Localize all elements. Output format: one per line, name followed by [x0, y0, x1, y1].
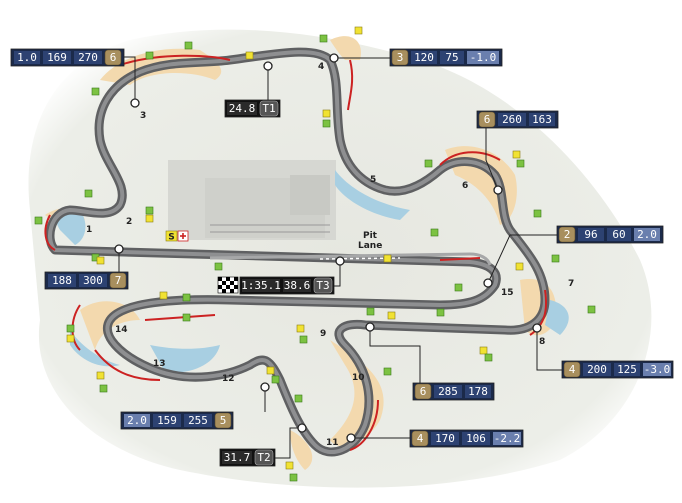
- svg-text:4: 4: [417, 432, 424, 445]
- turn-6: 6: [462, 181, 468, 191]
- turn-4: 4: [318, 62, 324, 72]
- svg-text:300: 300: [83, 274, 103, 287]
- pit-lane-road: [209, 252, 492, 266]
- svg-text:6: 6: [110, 51, 117, 64]
- svg-text:159: 159: [157, 414, 177, 427]
- svg-text:-3.0: -3.0: [644, 363, 671, 376]
- marshal-posts: [34, 26, 596, 482]
- turn-5: 5: [370, 175, 376, 185]
- turn-7: 7: [568, 279, 574, 289]
- grandstand-buildings: [168, 160, 336, 240]
- turn-14: 14: [115, 325, 128, 335]
- svg-text:6: 6: [484, 113, 491, 126]
- svg-text:1:35.1: 1:35.1: [241, 279, 281, 292]
- callout-turn8: 4 200 125 -3.0: [561, 360, 674, 379]
- turn-8: 8: [539, 337, 545, 347]
- svg-text:285: 285: [438, 385, 458, 398]
- callout-turn4: 3 120 75 -1.0: [389, 48, 503, 67]
- pit-label-1: Pit: [363, 231, 378, 241]
- callout-turn12: 2.0 159 255 5: [120, 411, 234, 430]
- svg-text:60: 60: [612, 228, 625, 241]
- svg-text:4: 4: [569, 363, 576, 376]
- svg-text:T2: T2: [257, 451, 270, 464]
- svg-text:7: 7: [115, 274, 122, 287]
- turn-numbers: 1 2 3 4 5 6 7 8 9 10 11 12 13 14 15: [86, 62, 574, 448]
- turn-3: 3: [140, 111, 146, 121]
- svg-text:3: 3: [397, 51, 404, 64]
- callout-finish: 1:35.1 38.6 T3: [239, 276, 335, 295]
- turn-13: 13: [153, 359, 166, 369]
- svg-text:2.0: 2.0: [127, 414, 147, 427]
- svg-text:T1: T1: [262, 102, 275, 115]
- svg-text:106: 106: [466, 432, 486, 445]
- turn-11: 11: [326, 438, 339, 448]
- callout-nodes: [114, 53, 542, 443]
- callout-turn3: 1.0 169 270 6: [10, 48, 125, 67]
- track-surface: [48, 50, 547, 455]
- callout-sector1: 24.8 T1: [224, 99, 281, 118]
- svg-text:24.8: 24.8: [229, 102, 256, 115]
- kerbs: [44, 54, 548, 451]
- svg-text:169: 169: [47, 51, 67, 64]
- svg-text:178: 178: [468, 385, 488, 398]
- svg-text:-2.2: -2.2: [494, 432, 521, 445]
- turn-12: 12: [222, 374, 235, 384]
- svg-text:T3: T3: [316, 279, 329, 292]
- svg-text:2: 2: [564, 228, 571, 241]
- svg-text:38.6: 38.6: [284, 279, 311, 292]
- svg-text:260: 260: [502, 113, 522, 126]
- svg-text:96: 96: [584, 228, 597, 241]
- svg-text:1.0: 1.0: [17, 51, 37, 64]
- safety-car-marker: S: [165, 230, 178, 243]
- callout-leaders: [118, 56, 562, 459]
- svg-text:120: 120: [414, 51, 434, 64]
- medical-cross-icon: [177, 230, 189, 242]
- svg-text:255: 255: [188, 414, 208, 427]
- turn-2: 2: [126, 217, 132, 227]
- svg-text:125: 125: [617, 363, 637, 376]
- callout-turn11: 4 170 106 -2.2: [409, 429, 524, 448]
- turn-15: 15: [501, 288, 514, 298]
- svg-text:31.7: 31.7: [224, 451, 251, 464]
- callout-turn9: 6 285 178: [412, 382, 495, 401]
- water-features: [56, 170, 569, 373]
- svg-text:S: S: [168, 233, 174, 243]
- svg-text:270: 270: [78, 51, 98, 64]
- svg-text:188: 188: [52, 274, 72, 287]
- turn-10: 10: [352, 373, 365, 383]
- svg-text:163: 163: [532, 113, 552, 126]
- callout-pit: 2 96 60 2.0: [556, 225, 664, 244]
- chequered-flag-icon: [217, 276, 239, 294]
- svg-text:200: 200: [587, 363, 607, 376]
- svg-text:6: 6: [420, 385, 427, 398]
- turn-1: 1: [86, 225, 92, 235]
- pit-label-2: Lane: [358, 241, 382, 251]
- callout-turn1: 188 300 7: [44, 271, 129, 290]
- callout-sector2: 31.7 T2: [219, 448, 276, 467]
- svg-text:170: 170: [435, 432, 455, 445]
- turn-9: 9: [320, 329, 326, 339]
- svg-text:2.0: 2.0: [637, 228, 657, 241]
- svg-text:5: 5: [220, 414, 227, 427]
- svg-text:75: 75: [445, 51, 458, 64]
- callout-turn6: 6 260 163: [476, 110, 559, 129]
- svg-text:-1.0: -1.0: [470, 51, 497, 64]
